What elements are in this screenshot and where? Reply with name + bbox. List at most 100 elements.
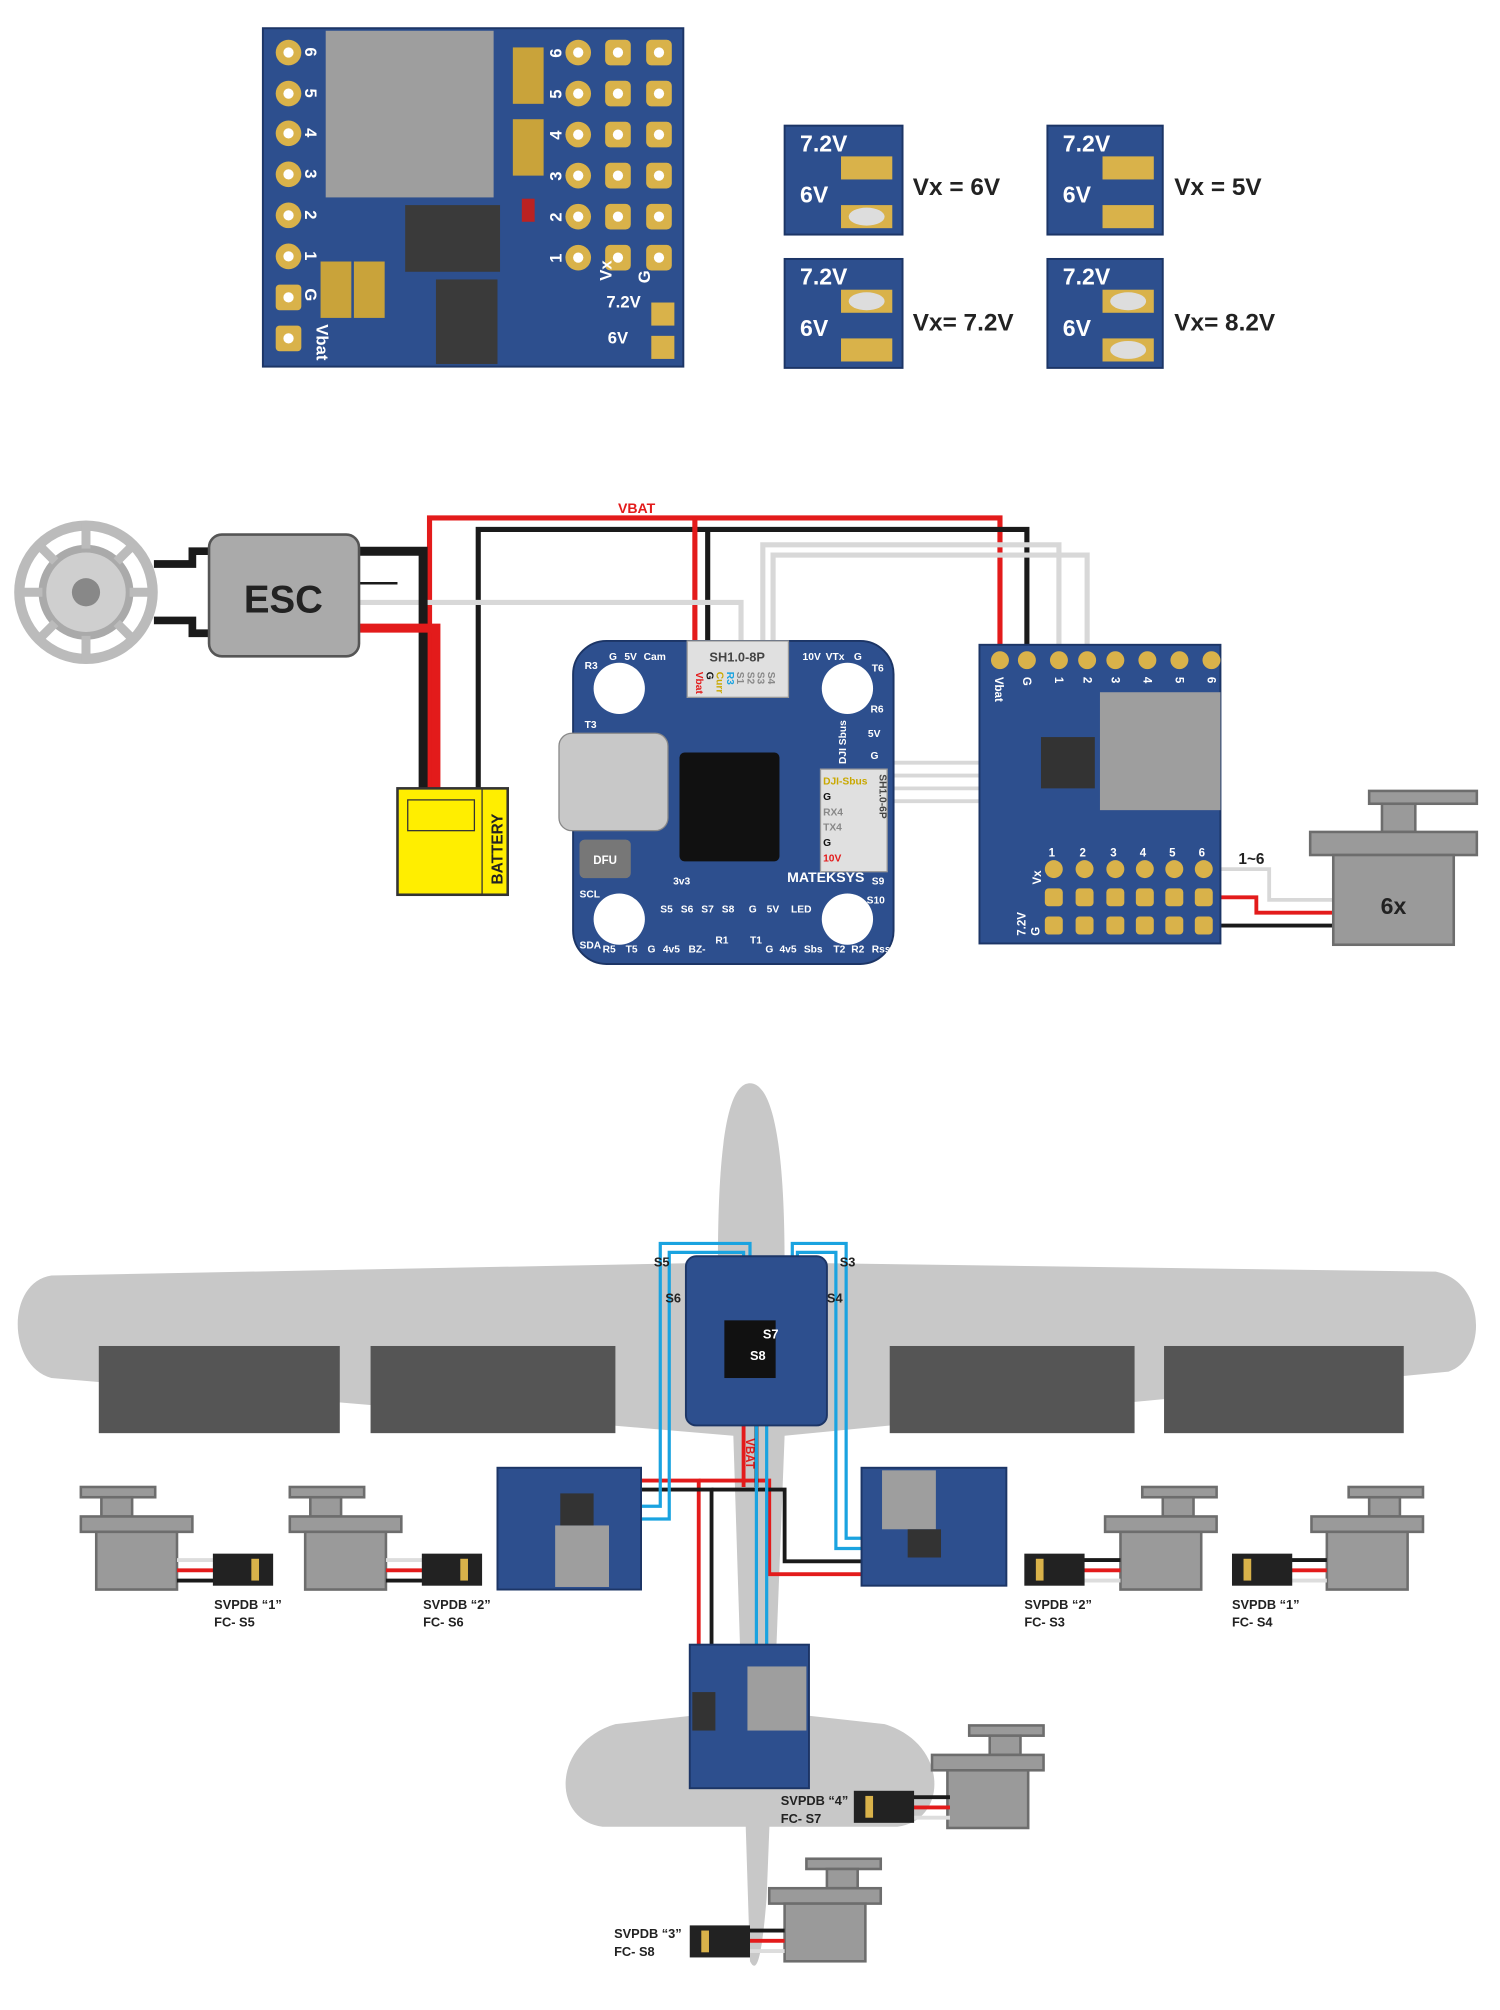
pin-label: 1	[1049, 847, 1056, 859]
servo-pdb-board-top: 6 5 4 3 2 1 G Vbat 6 5 4 3	[261, 27, 685, 368]
servo-s7	[853, 1724, 1045, 1830]
pad-label: 4v5	[779, 944, 796, 955]
jumper-bottom-label: 6V	[1063, 315, 1092, 341]
pin-label: 2	[301, 210, 320, 219]
jumper-6-label: 6V	[608, 329, 628, 348]
servo-label: SVPDB “1”	[1232, 1597, 1300, 1612]
pad-label: 4v5	[663, 944, 680, 955]
servo-label: SVPDB “1”	[214, 1597, 282, 1612]
servo-label: FC- S6	[423, 1615, 464, 1630]
vx-label: Vx	[597, 260, 616, 281]
pad-label: 5V	[624, 652, 637, 663]
battery-label: BATTERY	[490, 814, 507, 885]
servo-label: SVPDB “2”	[1024, 1597, 1092, 1612]
pin-label: TX4	[823, 823, 842, 834]
pad-label: S9	[872, 877, 885, 888]
jumper-72-label: 7.2V	[606, 293, 640, 312]
servo-label: FC- S7	[781, 1811, 822, 1826]
fc-airplane: S5 S6 S3 S4 S7 S8 VBAT	[654, 1255, 856, 1469]
pad-label: T1	[750, 935, 762, 946]
pad-label: G	[765, 944, 773, 955]
pad-label: R6	[870, 705, 883, 716]
pin-label: 2	[547, 213, 566, 222]
fc-port-label: S3	[840, 1255, 856, 1270]
vbat-label: VBAT	[618, 500, 656, 516]
sh1-8p-connector	[686, 640, 790, 698]
pin-label: Vx	[1032, 870, 1044, 885]
pad-label: 3v3	[673, 877, 690, 888]
fc-port-label: S8	[750, 1348, 766, 1363]
pin-label: Vbat	[992, 677, 1004, 702]
servo-label: FC- S4	[1232, 1615, 1273, 1630]
pdb-right-wing	[860, 1466, 1008, 1587]
jumper-bottom-label: 6V	[800, 315, 829, 341]
pin-label: 3	[1110, 847, 1116, 859]
regulator-chip	[405, 205, 501, 272]
pin-label: G	[823, 838, 831, 849]
pin-label: 7.2V	[1017, 912, 1029, 936]
pad-label: S5	[660, 905, 673, 916]
pad-label: Cam	[644, 652, 666, 663]
connector-label: SH1.0-8P	[709, 649, 765, 664]
pin-label: DJI-Sbus	[823, 777, 868, 788]
pad-label: LED	[791, 905, 812, 916]
dfu-button[interactable]	[579, 839, 631, 879]
jumper-top-label: 7.2V	[800, 130, 848, 156]
pad-label: R1	[715, 935, 728, 946]
pin-label: G	[823, 792, 831, 803]
pin-label: RX4	[823, 807, 843, 818]
pin-label: S2	[744, 672, 755, 685]
motor-icon	[14, 520, 210, 665]
pin-label: G	[1020, 677, 1032, 686]
jumper-config-2: 7.2V 6V Vx = 5V	[1046, 124, 1262, 236]
pad-label: SCL	[580, 889, 601, 900]
jumper-config-1: 7.2V 6V Vx = 6V	[783, 124, 1001, 236]
jumper-config-4: 7.2V 6V Vx= 8.2V	[1046, 257, 1276, 369]
pin-label: Vbat	[313, 324, 332, 361]
pin-label: 1	[547, 254, 566, 263]
fc-port-label: S7	[763, 1326, 779, 1341]
servo-s5	[79, 1485, 274, 1591]
vx-result: Vx = 6V	[913, 174, 1001, 201]
left-pin-column	[275, 39, 302, 352]
pad-label: S10	[867, 896, 886, 907]
pad-label: SDA	[580, 941, 602, 952]
pin-label: 5	[1169, 847, 1176, 859]
pin-label: G	[703, 672, 714, 680]
vbat-wire	[426, 515, 1003, 789]
jumper-top-label: 7.2V	[1063, 130, 1111, 156]
pdb-tail	[688, 1643, 810, 1790]
pad-label: G	[854, 652, 862, 663]
pad-label: G	[647, 944, 655, 955]
servo-pin-grid	[565, 39, 672, 271]
brand-label: MATEKSYS	[787, 869, 864, 885]
pin-label: 6	[547, 48, 566, 57]
flight-controller: SH1.0-8P Vbat G Curr R3 S1 S2 S3 S4 DFU …	[558, 639, 895, 965]
fc-port-label: S5	[654, 1255, 670, 1270]
servo-label: FC- S8	[614, 1944, 655, 1959]
jumper-bottom-label: 6V	[1063, 182, 1092, 208]
pin-label: S1	[734, 672, 745, 685]
pin-label: 6	[1205, 677, 1217, 683]
pin-label: 3	[1108, 677, 1120, 683]
pin-label: 5	[547, 89, 566, 98]
pin-label: 2	[1080, 677, 1092, 683]
mcu-chip	[679, 752, 780, 862]
pad-label: BZ-	[688, 944, 705, 955]
pin-label: 10V	[823, 853, 841, 864]
pad-label: R5	[603, 944, 616, 955]
jumper-pad	[651, 335, 675, 359]
pad-label: R3	[585, 661, 598, 672]
battery: BATTERY	[396, 787, 510, 897]
pad-label: VTx	[826, 652, 845, 663]
usb-c-port[interactable]	[558, 732, 669, 832]
vx-result: Vx= 7.2V	[913, 310, 1015, 337]
connector-label: SH1.0-6P	[876, 774, 887, 819]
servo-label: FC- S5	[214, 1615, 255, 1630]
jumper-bottom-label: 6V	[800, 182, 829, 208]
fc-port-label: S4	[827, 1290, 844, 1305]
ic-chip	[435, 279, 498, 365]
pin-label: 6	[301, 47, 320, 56]
pin-label: 3	[301, 169, 320, 178]
